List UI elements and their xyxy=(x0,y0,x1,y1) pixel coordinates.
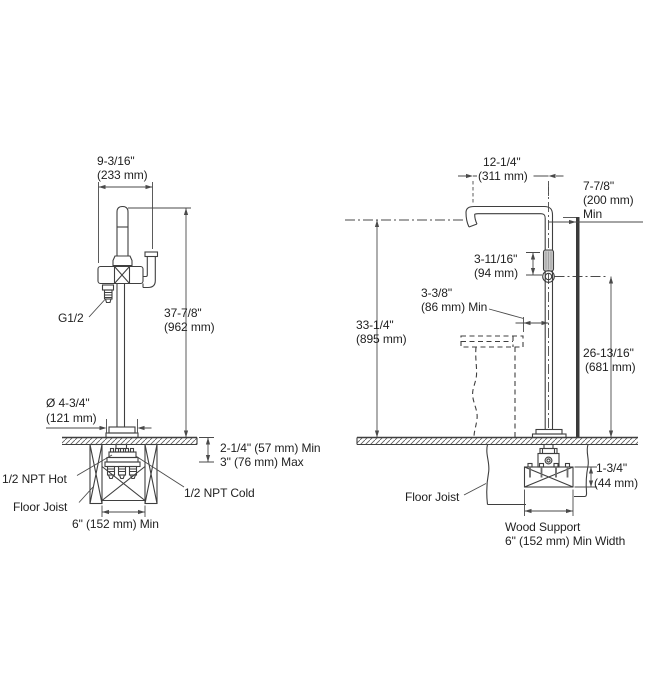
dim-overall-height-l2: (962 mm) xyxy=(164,320,215,334)
dim-floor-thickness-l1: 2-1/4" (57 mm) Min xyxy=(220,441,320,455)
dim-floor-thickness-l2: 3" (76 mm) Max xyxy=(220,455,304,469)
label-wood-support-l1: Wood Support xyxy=(505,520,581,534)
dim-wall-clearance-l2: (200 mm) xyxy=(583,193,634,207)
handshower-holder xyxy=(143,256,156,289)
joist-left xyxy=(89,443,103,505)
handle-pivot xyxy=(542,270,555,283)
label-floor-joist-left: Floor Joist xyxy=(13,500,68,514)
spout-inner xyxy=(474,213,546,430)
mounting-assembly-left xyxy=(101,443,146,502)
left-view: 9-3/16" (233 mm) G1/2 37-7/8" (962 mm) Ø… xyxy=(2,154,321,531)
faucet-valve-body xyxy=(97,265,144,285)
dim-outlet-height-l2: (681 mm) xyxy=(585,360,636,374)
label-g12: G1/2 xyxy=(58,311,84,325)
dim-base-diameter-l2: (121 mm) xyxy=(46,411,97,425)
wall-line xyxy=(563,217,580,438)
supply-fitting-hot xyxy=(106,465,116,480)
left-floor-section xyxy=(62,436,198,505)
dim-support-thickness-l2: (44 mm) xyxy=(594,476,638,490)
label-hot-supply: 1/2 NPT Hot xyxy=(2,472,67,486)
right-faucet-side-view xyxy=(465,184,608,439)
dim-support-width-left: 6" (152 mm) Min xyxy=(72,517,159,531)
wood-support-block xyxy=(523,462,574,488)
faucet-riser-column xyxy=(116,283,126,427)
dim-tub-rim-l1: 3-3/8" xyxy=(421,286,452,300)
right-dimensions xyxy=(345,173,643,516)
right-floor-section xyxy=(356,436,638,506)
leader-floor-joist-right xyxy=(463,483,487,496)
dim-overall-height-l1: 37-7/8" xyxy=(164,306,202,320)
dim-support-thickness-l1: 1-3/4" xyxy=(596,461,627,475)
label-cold-supply: 1/2 NPT Cold xyxy=(184,486,255,500)
dim-spout-height-l1: 33-1/4" xyxy=(356,318,394,332)
joist-right xyxy=(144,443,158,505)
left-faucet-front-view xyxy=(97,205,159,439)
bathtub-rim-outline xyxy=(460,335,524,438)
faucet-spout-end xyxy=(116,205,129,256)
dim-handle-length-l1: 3-11/16" xyxy=(474,252,517,266)
spout-outlet xyxy=(468,223,478,228)
dim-tub-rim-l2: (86 mm) Min xyxy=(421,300,487,314)
dim-spout-reach-l1: 9-3/16" xyxy=(97,154,135,168)
leader-g12 xyxy=(88,299,105,318)
right-view: 12-1/4" (311 mm) 7-7/8" (200 mm) Min 3-1… xyxy=(345,155,643,548)
dim-spout-reach-l2: (233 mm) xyxy=(97,168,148,182)
break-line-left xyxy=(486,444,526,506)
floor-hatch-left xyxy=(62,437,197,445)
dim-handle-length-l2: (94 mm) xyxy=(474,266,518,280)
left-dimensions xyxy=(46,182,214,517)
base-flange-right xyxy=(531,428,567,439)
leader-cold xyxy=(136,456,185,488)
label-floor-joist-right: Floor Joist xyxy=(405,490,460,504)
floor-hatch-right xyxy=(357,437,638,445)
break-line-right xyxy=(574,444,589,498)
leader-floor-joist-left xyxy=(78,486,94,503)
mounting-assembly-right xyxy=(537,443,560,468)
dim-base-diameter-l1: Ø 4-3/4" xyxy=(46,396,89,410)
faucet-collar xyxy=(112,255,133,267)
spout-outer xyxy=(465,205,554,430)
dim-spout-reach-r-l1: 12-1/4" xyxy=(483,155,521,169)
dim-spout-height-l2: (895 mm) xyxy=(356,332,407,346)
dim-wall-clearance-l1: 7-7/8" xyxy=(583,179,614,193)
cross-brace xyxy=(101,466,146,502)
dim-wall-clearance-l3: Min xyxy=(583,207,602,221)
g12-fitting xyxy=(101,284,115,304)
valve-boss xyxy=(113,266,131,284)
dim-spout-reach-r-l2: (311 mm) xyxy=(478,169,528,183)
leader-hot xyxy=(76,454,113,476)
supply-fitting-cold xyxy=(128,465,138,480)
base-flange xyxy=(105,426,139,439)
label-wood-support-l2: 6" (152 mm) Min Width xyxy=(505,534,625,548)
supply-fitting-center xyxy=(117,465,127,480)
dim-outlet-height-l1: 26-13/16" xyxy=(583,346,634,360)
